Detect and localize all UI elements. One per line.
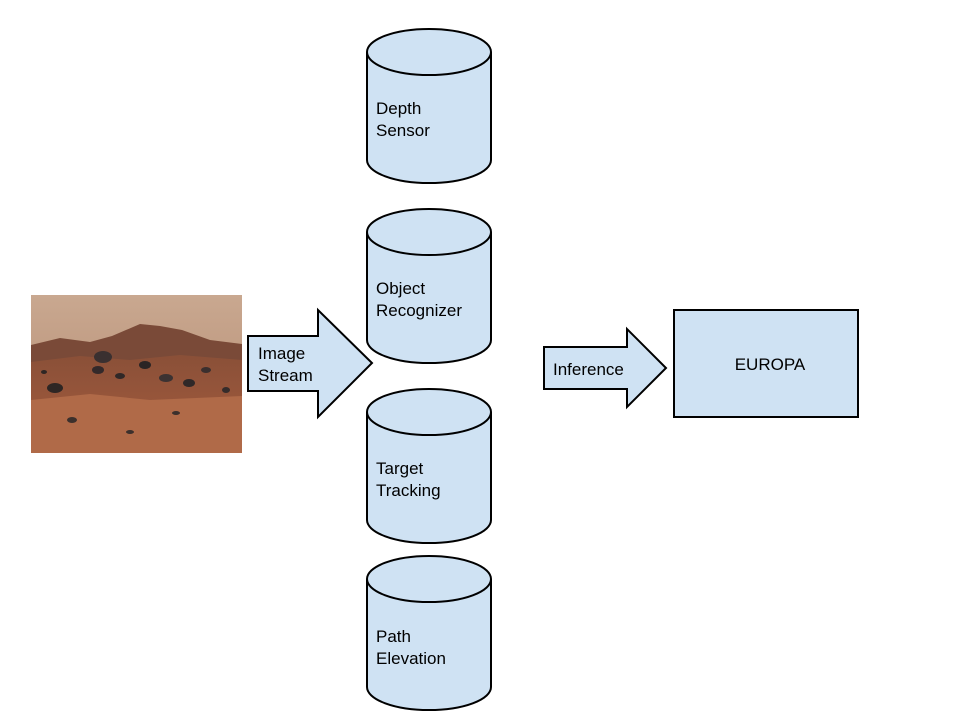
depth-sensor-label-line2: Sensor [376,121,430,140]
mars-terrain-photo [31,295,242,453]
europa-box: EUROPA [673,309,859,418]
image-stream-label-line2: Stream [258,366,313,385]
path-elevation-cylinder: Path Elevation [366,555,492,711]
target-tracking-label-line1: Target [376,459,424,478]
image-stream-label-line1: Image [258,344,305,363]
path-elevation-label-line2: Elevation [376,649,446,668]
object-recognizer-label-line1: Object [376,279,425,298]
inference-arrow: Inference [543,326,668,410]
depth-sensor-label-line1: Depth [376,99,421,118]
depth-sensor-cylinder: Depth Sensor [366,28,492,184]
object-recognizer-label-line2: Recognizer [376,301,462,320]
target-tracking-cylinder: Target Tracking [366,388,492,544]
object-recognizer-cylinder: Object Recognizer [366,208,492,364]
target-tracking-label-line2: Tracking [376,481,441,500]
europa-label: EUROPA [735,355,806,374]
inference-label: Inference [553,360,624,379]
image-stream-arrow: Image Stream [247,307,374,420]
path-elevation-label-line1: Path [376,627,411,646]
